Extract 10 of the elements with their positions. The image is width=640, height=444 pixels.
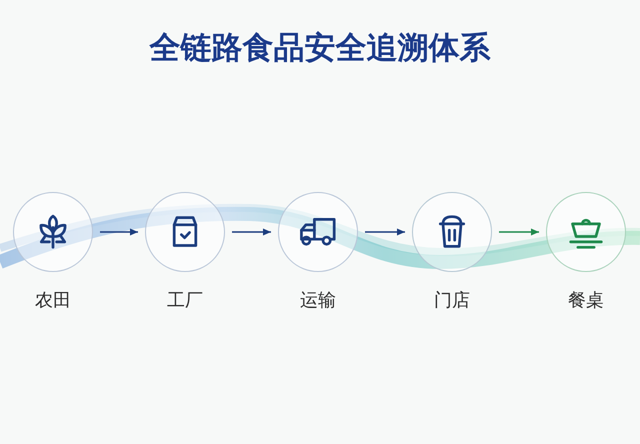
station-label: 门店 <box>434 289 470 312</box>
arrow <box>499 228 539 236</box>
arrow <box>232 228 271 236</box>
station-label: 餐桌 <box>568 289 604 312</box>
arrow <box>365 228 405 236</box>
arrow <box>100 228 138 236</box>
station-label: 农田 <box>35 289 71 312</box>
station-label: 工厂 <box>167 289 203 312</box>
title: 全链路食品安全追溯体系 <box>150 29 490 67</box>
station-label: 运输 <box>300 289 336 312</box>
